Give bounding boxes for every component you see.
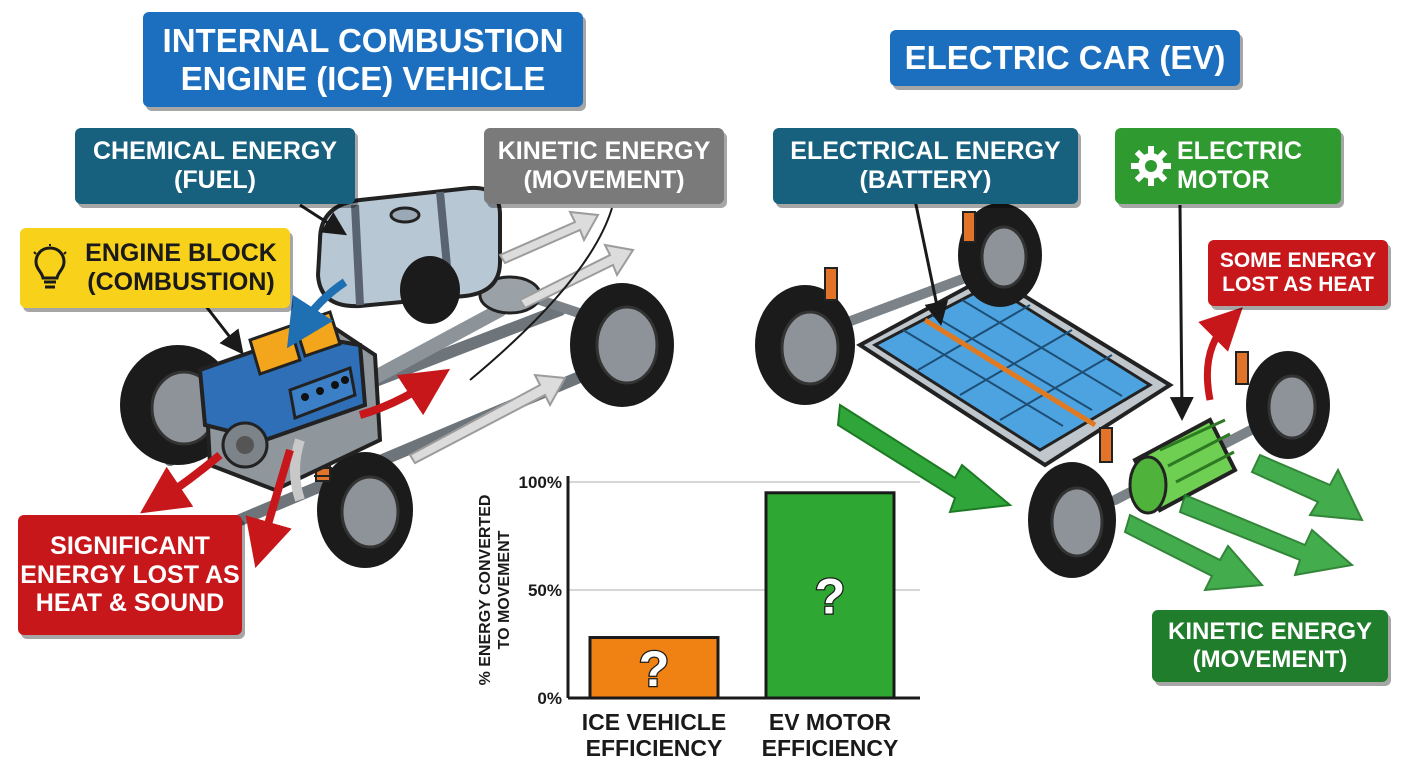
ev-kinetic-line-1: KINETIC ENERGY <box>1167 618 1373 646</box>
electrical-energy-label: ELECTRICAL ENERGY (BATTERY) <box>773 128 1078 204</box>
gear-icon <box>1131 146 1171 186</box>
x-category-label: EFFICIENCY <box>762 735 899 761</box>
ev-kinetic-energy-label: KINETIC ENERGY (MOVEMENT) <box>1152 610 1388 682</box>
bar-unknown-label: ? <box>815 568 846 624</box>
ev-wheel-rear-right <box>1246 351 1330 459</box>
ev-loss-line-2: LOST AS HEAT <box>1222 273 1374 296</box>
ev-car <box>755 199 1364 592</box>
electrical-energy-line-2: (BATTERY) <box>859 166 992 194</box>
ice-heat-loss-arrows <box>140 368 451 569</box>
ice-loss-line-3: HEAT & SOUND <box>35 589 225 618</box>
electric-motor-line-2: MOTOR <box>1177 166 1270 194</box>
x-category-label: ICE VEHICLE <box>582 709 726 735</box>
y-tick-label: 50% <box>528 581 562 600</box>
chemical-pointer <box>299 203 348 236</box>
ev-wheel-rear-left <box>958 203 1042 307</box>
engine-block-label: ENGINE BLOCK (COMBUSTION) <box>20 228 290 308</box>
kinetic-pointer <box>469 207 613 381</box>
ice-energy-loss-label: SIGNIFICANT ENERGY LOST AS HEAT & SOUND <box>18 515 242 635</box>
ice-title-line-1: INTERNAL COMBUSTION <box>162 21 564 59</box>
y-tick-label: 0% <box>537 689 562 708</box>
y-tick-label: 100% <box>519 473 562 492</box>
fuel-flow-arrows <box>287 278 348 349</box>
electric-motor-line-1: ELECTRIC <box>1177 137 1302 166</box>
electrical-energy-line-1: ELECTRICAL ENERGY <box>790 137 1061 166</box>
motor-pointer <box>1169 204 1194 421</box>
ev-wheel-front-left <box>755 285 855 405</box>
ev-loss-line-1: SOME ENERGY <box>1219 248 1377 272</box>
ice-wheel-front-right <box>317 452 413 568</box>
ev-heat-loss-arrow <box>1198 307 1243 401</box>
ev-wheel-front-right <box>1028 462 1116 578</box>
bar-unknown-label: ? <box>639 641 670 697</box>
ice-wheel-rear-right <box>570 283 674 407</box>
ice-car <box>120 185 674 569</box>
ice-loss-line-2: ENERGY LOST AS <box>20 560 240 589</box>
y-tick-labels: 0% 50% 100% <box>519 473 562 708</box>
electric-motor-unit <box>1128 417 1238 515</box>
chemical-energy-label: CHEMICAL ENERGY (FUEL) <box>75 128 355 204</box>
ice-title-line-2: ENGINE (ICE) VEHICLE <box>180 59 546 97</box>
chemical-energy-line-1: CHEMICAL ENERGY <box>92 137 337 166</box>
ev-title: ELECTRIC CAR (EV) <box>890 30 1240 86</box>
engine-pointer <box>203 304 244 355</box>
ev-title-text: ELECTRIC CAR (EV) <box>904 39 1226 77</box>
ice-kinetic-line-1: KINETIC ENERGY <box>497 137 711 166</box>
x-category-label: EV MOTOR <box>769 709 892 735</box>
battery-pointer <box>913 199 949 326</box>
electric-motor-label: ELECTRIC MOTOR <box>1115 128 1341 204</box>
ice-title: INTERNAL COMBUSTION ENGINE (ICE) VEHICLE <box>143 12 583 107</box>
ev-kinetic-arrows <box>836 403 1364 592</box>
ice-kinetic-energy-label: KINETIC ENERGY (MOVEMENT) <box>484 128 724 204</box>
ev-energy-loss-label: SOME ENERGY LOST AS HEAT <box>1208 240 1388 306</box>
engine-block-line-1: ENGINE BLOCK <box>85 239 277 268</box>
x-category-label: EFFICIENCY <box>586 735 723 761</box>
bar-ev <box>764 491 896 700</box>
ice-loss-line-1: SIGNIFICANT <box>50 531 210 560</box>
ice-kinetic-arrows <box>408 210 635 465</box>
chart-bars: ?? <box>588 491 896 700</box>
engine-block-line-2: (COMBUSTION) <box>87 268 275 296</box>
ev-kinetic-line-2: (MOVEMENT) <box>1192 646 1348 673</box>
lightbulb-icon <box>33 244 67 289</box>
chemical-energy-line-2: (FUEL) <box>174 166 256 194</box>
ice-wheel-rear-left <box>400 256 460 324</box>
ice-kinetic-line-2: (MOVEMENT) <box>523 166 685 194</box>
ev-suspension-springs <box>824 211 1249 463</box>
